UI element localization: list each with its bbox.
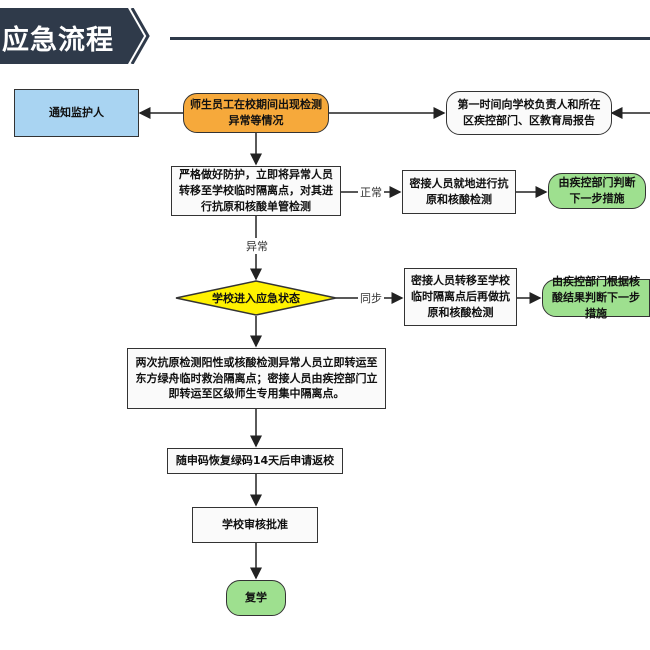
protect-transfer-label: 严格做好防护，立即将异常人员转移至学校临时隔离点，对其进行抗原和核酸单管检测	[179, 168, 333, 213]
abnormal-detected-label: 师生员工在校期间出现检测异常等情况	[190, 98, 322, 127]
positive-transfer-box: 两次抗原检测阳性或核酸检测异常人员立即转运至东方绿舟临时救治隔离点；密接人员由疾…	[127, 348, 386, 409]
contacts-transfer-retest-box: 密接人员转移至学校临时隔离点后再做抗原和核酸检测	[404, 268, 517, 326]
emergency-state-diamond	[175, 280, 337, 316]
school-approval-box: 学校审核批准	[192, 507, 318, 543]
cdc-decide-label: 由疾控部门判断下一步措施	[558, 176, 636, 205]
notify-guardian-box: 通知监护人	[14, 89, 139, 137]
school-approval-label: 学校审核批准	[222, 518, 288, 532]
report-node: 第一时间向学校负责人和所在区疾控部门、区教育局报告	[446, 91, 612, 135]
header-arrow-shape	[0, 8, 150, 64]
contacts-onsite-test-box: 密接人员就地进行抗原和核酸检测	[402, 170, 516, 214]
contacts-onsite-test-label: 密接人员就地进行抗原和核酸检测	[409, 177, 509, 206]
page-title: 应急流程	[2, 25, 114, 56]
edge-label-normal: 正常	[358, 184, 384, 200]
cdc-by-result-label: 由疾控部门根据核酸结果判断下一步措施	[552, 275, 640, 320]
header-banner: 应急流程	[0, 8, 150, 64]
resume-school-label: 复学	[245, 591, 267, 605]
emergency-state-label: 学校进入应急状态	[212, 292, 300, 305]
protect-transfer-box: 严格做好防护，立即将异常人员转移至学校临时隔离点，对其进行抗原和核酸单管检测	[171, 166, 341, 216]
resume-school-node: 复学	[226, 580, 286, 616]
edge-label-simultaneous: 同步	[358, 290, 384, 306]
positive-transfer-label: 两次抗原检测阳性或核酸检测异常人员立即转运至东方绿舟临时救治隔离点；密接人员由疾…	[135, 355, 378, 401]
return-14-days-label: 随申码恢复绿码14天后申请返校	[175, 454, 335, 468]
cdc-by-result-node: 由疾控部门根据核酸结果判断下一步措施	[542, 275, 650, 320]
cdc-decide-node: 由疾控部门判断下一步措施	[548, 173, 646, 209]
edge-label-abnormal: 异常	[244, 238, 270, 254]
contacts-transfer-retest-label: 密接人员转移至学校临时隔离点后再做抗原和核酸检测	[411, 274, 510, 319]
notify-guardian-label: 通知监护人	[49, 106, 104, 120]
return-14-days-box: 随申码恢复绿码14天后申请返校	[167, 448, 343, 474]
abnormal-detected-node: 师生员工在校期间出现检测异常等情况	[183, 93, 329, 133]
header-divider	[170, 37, 650, 40]
report-label: 第一时间向学校负责人和所在区疾控部门、区教育局报告	[457, 98, 601, 127]
